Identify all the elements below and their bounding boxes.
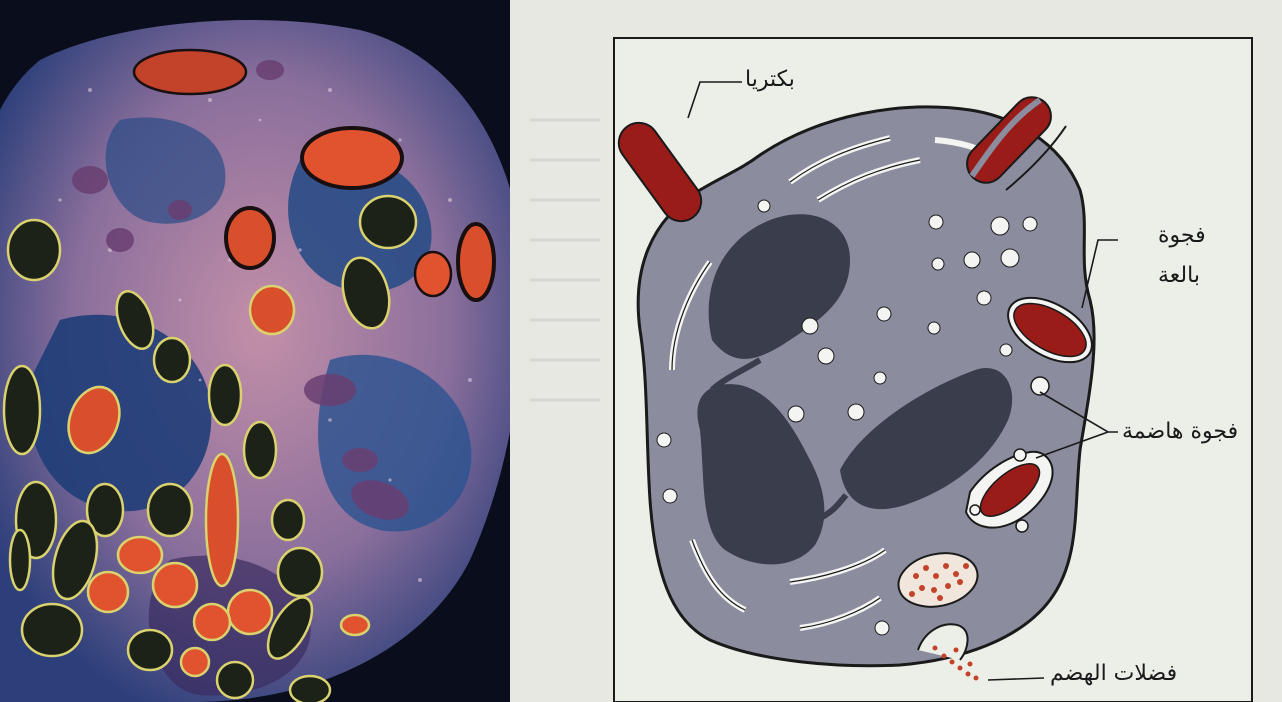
micrograph-bacterium: [244, 422, 276, 478]
vesicle: [977, 291, 991, 305]
label-bacteria: بكتريا: [745, 66, 795, 95]
micrograph-bacterium: [278, 548, 322, 596]
micrograph-bacterium: [341, 615, 369, 635]
micrograph-bacterium: [148, 484, 192, 536]
vesicle: [1023, 217, 1037, 231]
micrograph-bacterium: [22, 604, 82, 656]
micrograph-bacterium: [250, 286, 294, 334]
micrograph-bacterium: [118, 537, 162, 573]
micrograph-bacterium: [272, 500, 304, 540]
micrograph-bacterium: [4, 366, 40, 454]
vesicle: [875, 621, 889, 635]
vesicle: [964, 252, 980, 268]
micrograph-bacterium: [458, 224, 494, 300]
micrograph-bacterium: [134, 50, 246, 94]
vesicle: [663, 489, 677, 503]
vesicle: [929, 215, 943, 229]
vesicle: [874, 372, 886, 384]
vesicle: [928, 322, 940, 334]
cell-body: [638, 107, 1094, 666]
micrograph-bacterium: [154, 338, 190, 382]
micrograph-bacterium: [302, 128, 402, 188]
micrograph-bacterium: [228, 590, 272, 634]
micrograph-bacterium: [360, 196, 416, 248]
micrograph-bacterium: [181, 648, 209, 676]
micrograph-bacterium: [217, 662, 253, 698]
micrograph-bacterium: [206, 454, 238, 586]
vesicle: [848, 404, 864, 420]
micrograph-bacterium: [128, 630, 172, 670]
micrograph-bacterium: [8, 220, 60, 280]
label-phagocytic-vacuole-line1: فجوة: [1158, 222, 1206, 251]
vesicle: [818, 348, 834, 364]
vesicle: [1000, 344, 1012, 356]
vesicle: [932, 258, 944, 270]
micrograph-bacterium: [88, 572, 128, 612]
micrograph-bacterium: [194, 604, 230, 640]
micrograph-bacterium: [153, 563, 197, 607]
vesicle: [991, 217, 1009, 235]
label-phagocytic-vacuole-line2: بالعة: [1158, 262, 1200, 291]
label-digestion-waste: فضلات الهضم: [1050, 660, 1177, 689]
vesicle: [1001, 249, 1019, 267]
micrograph-bacterium: [10, 530, 30, 590]
vesicle: [758, 200, 770, 212]
micrograph-bacterium: [290, 676, 330, 702]
micrograph-bacterium: [415, 252, 451, 296]
vesicle: [877, 307, 891, 321]
vesicle: [802, 318, 818, 334]
micrograph-bacterium: [209, 365, 241, 425]
vesicle: [788, 406, 804, 422]
micrograph-bacterium: [226, 208, 274, 268]
label-digestive-vacuole: فجوة هاضمة: [1122, 418, 1238, 447]
micrograph-photo: [0, 0, 530, 702]
vesicle: [657, 433, 671, 447]
diagram-page: [510, 0, 1282, 702]
